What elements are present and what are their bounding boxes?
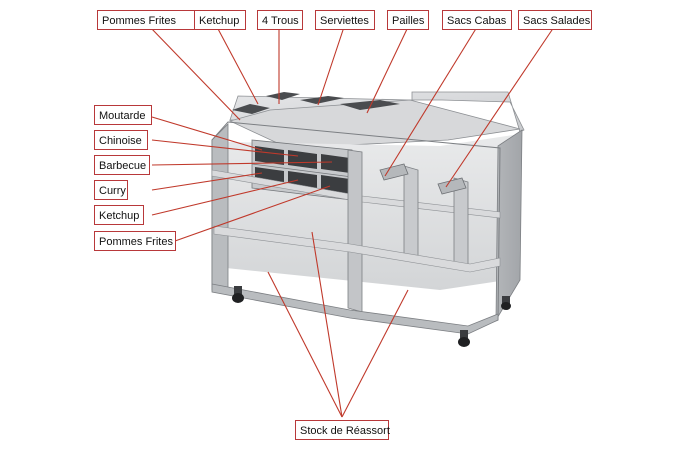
compartment-serviettes bbox=[340, 100, 400, 110]
bag-dispenser-salades bbox=[437, 177, 467, 195]
divider-cabas bbox=[403, 165, 419, 263]
label-sacs-cabas: Sacs Cabas bbox=[442, 10, 512, 30]
label-ketchup-left: Ketchup bbox=[94, 205, 144, 225]
cabinet-left-end bbox=[211, 123, 229, 293]
label-pommes-frites-top: Pommes Frites bbox=[97, 10, 203, 30]
label-4-trous: 4 Trous bbox=[257, 10, 303, 30]
leader-lines bbox=[149, 26, 555, 418]
label-pailles: Pailles bbox=[387, 10, 429, 30]
label-pommes-frites-left: Pommes Frites bbox=[94, 231, 176, 251]
compartment-frites bbox=[232, 104, 270, 114]
bag-dispenser-cabas bbox=[379, 163, 409, 181]
middle-shelf bbox=[211, 169, 501, 219]
wheels bbox=[232, 286, 511, 347]
divider-salades bbox=[453, 177, 469, 269]
label-ketchup-top: Ketchup bbox=[194, 10, 246, 30]
label-barbecue: Barbecue bbox=[94, 155, 150, 175]
label-serviettes: Serviettes bbox=[315, 10, 375, 30]
lower-shelf bbox=[213, 225, 501, 273]
label-stock-reassort: Stock de Réassort bbox=[295, 420, 390, 440]
label-moutarde: Moutarde bbox=[94, 105, 152, 125]
label-sacs-salades: Sacs Salades bbox=[518, 10, 592, 30]
cabinet-base bbox=[211, 283, 499, 335]
compartment-4trous bbox=[300, 96, 344, 104]
label-chinoise: Chinoise bbox=[94, 130, 148, 150]
cabinet bbox=[211, 91, 525, 335]
compartment-ketchup bbox=[266, 92, 300, 100]
divider-center bbox=[347, 149, 363, 313]
label-curry: Curry bbox=[94, 180, 128, 200]
